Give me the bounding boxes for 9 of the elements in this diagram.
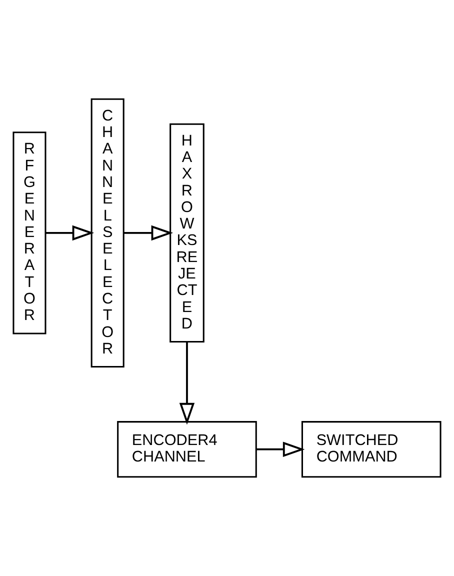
node-box: C H A N N E L S E L E C T O R — [90, 98, 124, 368]
node-box: SWITCHED COMMAND — [301, 421, 442, 478]
node-box: ENCODER4 CHANNEL — [117, 421, 257, 478]
arrow — [179, 342, 195, 425]
arrow — [46, 225, 94, 241]
node-box: R F G E N E R A T O R — [12, 132, 46, 334]
node-box: H A X R O W KS RE JE CT E D — [170, 123, 204, 343]
arrow — [124, 225, 174, 241]
arrow — [256, 442, 305, 457]
